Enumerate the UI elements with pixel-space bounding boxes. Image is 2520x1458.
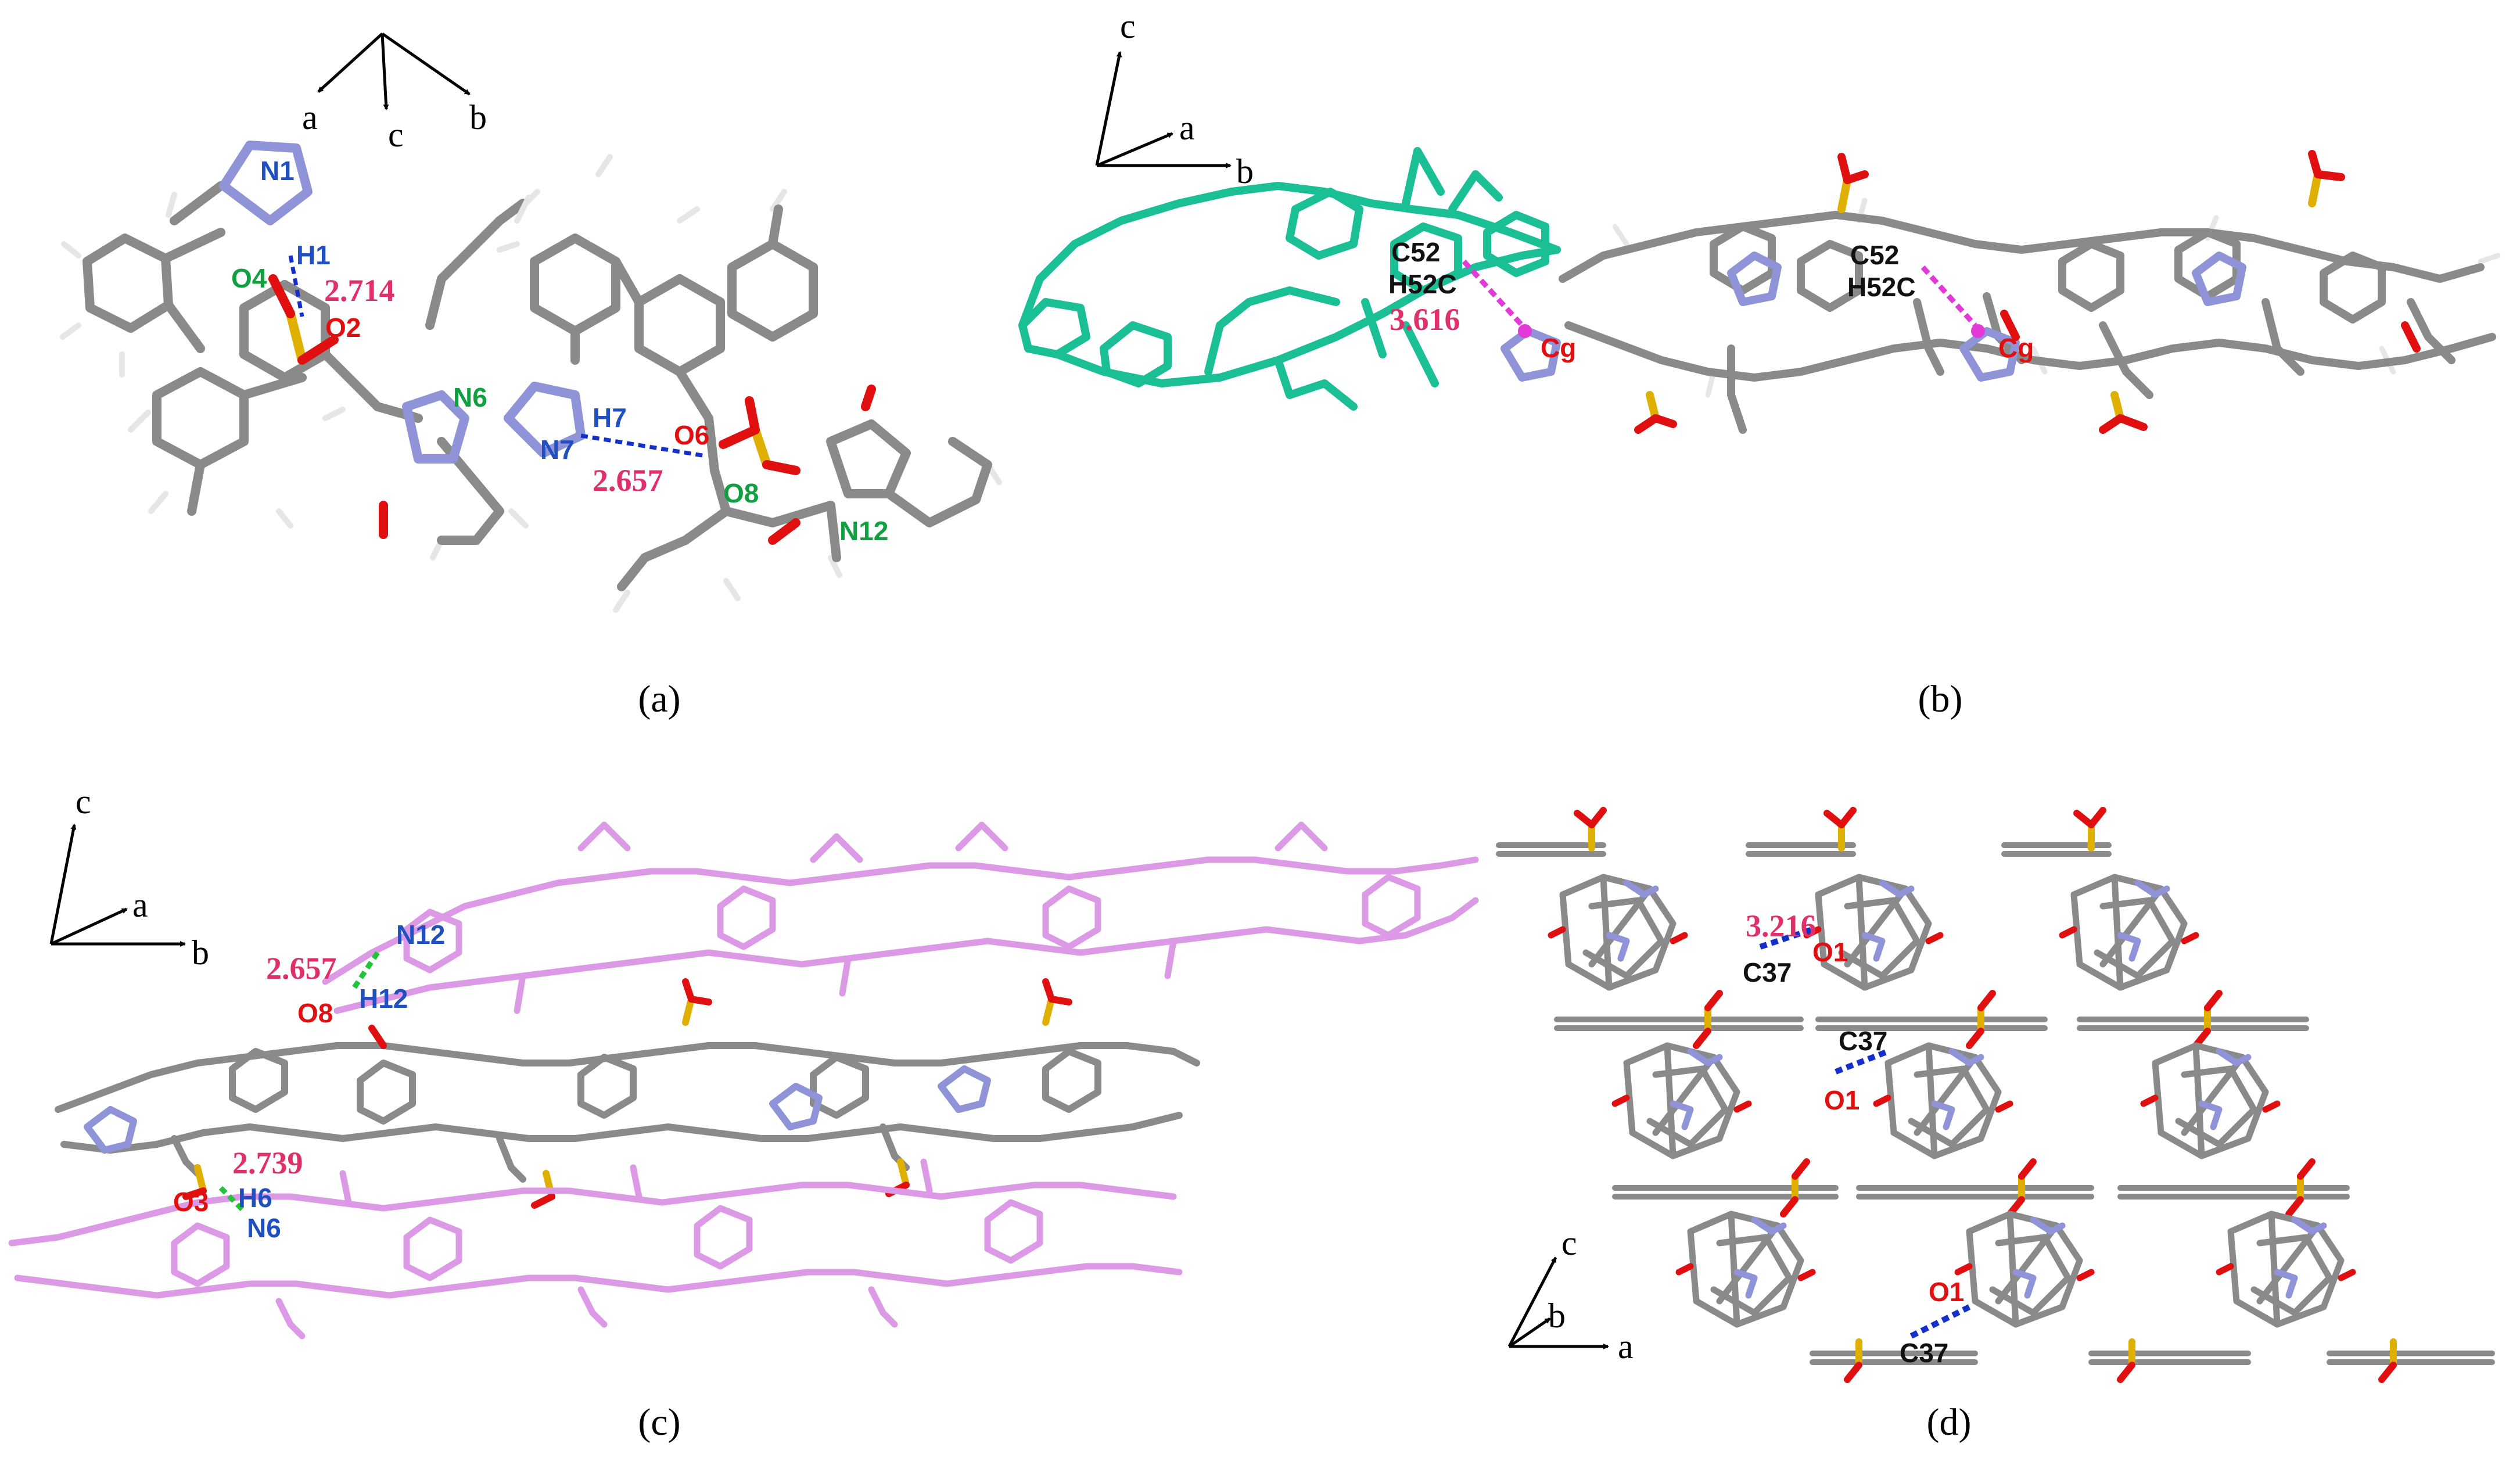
axis-label-d-3: a [1618, 1327, 1634, 1366]
axis-triad-d [1507, 1256, 1609, 1349]
axis-label-c-1: c [76, 782, 91, 821]
atom-label-b-2: Cg [1541, 333, 1576, 363]
atom-label-a-6: H7 [593, 403, 627, 433]
centroid-b-1 [1971, 324, 1985, 338]
distance-label-a-1: 2.657 [593, 463, 663, 498]
axis-label-a-1: a [302, 98, 318, 137]
atom-label-c-2: O8 [297, 998, 333, 1028]
panel-c: c a b [8, 782, 1479, 1443]
distance-label-a-0: 2.714 [324, 273, 395, 308]
atom-label-d-3: O1 [1824, 1085, 1860, 1115]
cage-d-6 [1675, 1211, 1816, 1328]
atom-label-b-0: C52 [1391, 237, 1440, 267]
cage-d-8 [2216, 1211, 2356, 1328]
molecule-layer-c-mid [55, 978, 1200, 1209]
axis-label-a-3: b [469, 98, 487, 137]
atom-label-a-4: N6 [453, 382, 487, 412]
panel-d: C37 O1 C37 O1 O1 C37 3.216 c b a (d) [1496, 807, 2495, 1443]
distance-label-c-1: 2.739 [232, 1145, 303, 1180]
atom-label-b-3: C52 [1850, 240, 1899, 270]
hbond-d [1759, 926, 1971, 1339]
atom-label-b-5: Cg [1998, 333, 2034, 363]
molecule-b-grey [1500, 150, 2501, 434]
molecule-a-right [504, 154, 1002, 613]
atom-label-c-3: O3 [173, 1187, 209, 1217]
cage-units-d [1548, 874, 2356, 1328]
atom-label-b-4: H52C [1847, 272, 1916, 302]
molecule-layer-c-top [322, 821, 1479, 1014]
caption-a: (a) [638, 678, 680, 720]
atom-label-c-5: N6 [247, 1213, 281, 1243]
axis-label-c-2: a [132, 886, 148, 924]
atom-label-a-8: O8 [723, 478, 759, 508]
panel-a: a c b [60, 32, 1002, 720]
axis-triad-a [317, 32, 471, 110]
atom-label-a-0: N1 [260, 156, 295, 186]
molecule-a-left [60, 141, 540, 561]
atom-label-a-7: O6 [674, 420, 709, 450]
caption-b: (b) [1918, 678, 1963, 720]
distance-label-c-0: 2.657 [266, 951, 337, 986]
cage-d-1 [1803, 874, 1944, 991]
axis-label-b-2: a [1179, 109, 1195, 147]
cage-d-2 [2059, 874, 2199, 991]
cage-d-4 [1873, 1042, 2013, 1159]
atom-label-d-4: O1 [1929, 1277, 1964, 1307]
cage-d-3 [1611, 1042, 1752, 1159]
molecule-b-teal [1018, 147, 1561, 411]
caption-d: (d) [1927, 1401, 1972, 1443]
hbond-a [288, 255, 706, 458]
panel-b: c a b [1018, 7, 2501, 720]
atom-label-d-5: C37 [1900, 1338, 1948, 1368]
atom-label-a-2: O4 [231, 263, 267, 293]
atom-label-d-2: C37 [1839, 1026, 1887, 1056]
atom-label-d-1: O1 [1812, 937, 1848, 967]
axis-label-c-3: b [192, 933, 209, 972]
centroid-b-0 [1518, 324, 1532, 338]
atom-label-c-4: H6 [238, 1183, 272, 1213]
atom-label-a-5: N7 [540, 434, 575, 465]
axis-label-a-2: c [388, 116, 404, 154]
atom-label-a-3: O2 [325, 313, 361, 343]
axis-triad-b [1095, 51, 1232, 168]
distance-label-b-0: 3.616 [1390, 302, 1460, 337]
caption-c: (c) [638, 1401, 680, 1443]
atom-label-c-1: H12 [359, 983, 408, 1014]
molecule-layer-c-bottom [8, 1158, 1183, 1340]
cage-d-0 [1548, 874, 1688, 991]
atom-label-c-0: N12 [396, 920, 445, 950]
axis-label-d-2: b [1548, 1297, 1566, 1335]
axis-label-b-3: b [1236, 152, 1254, 191]
atom-label-b-1: H52C [1388, 269, 1457, 299]
atom-label-d-0: C37 [1743, 957, 1792, 987]
pi-contact-b [1462, 259, 1977, 328]
cage-d-7 [1954, 1211, 2095, 1328]
atom-label-a-1: H1 [296, 240, 331, 270]
cage-d-5 [2140, 1042, 2281, 1159]
distance-label-d-0: 3.216 [1746, 908, 1817, 943]
axis-triad-c [49, 824, 186, 947]
axis-label-d-1: c [1561, 1224, 1577, 1262]
axis-label-b-1: c [1120, 7, 1136, 45]
hbond-c [218, 951, 380, 1213]
atom-label-a-9: N12 [839, 516, 888, 546]
